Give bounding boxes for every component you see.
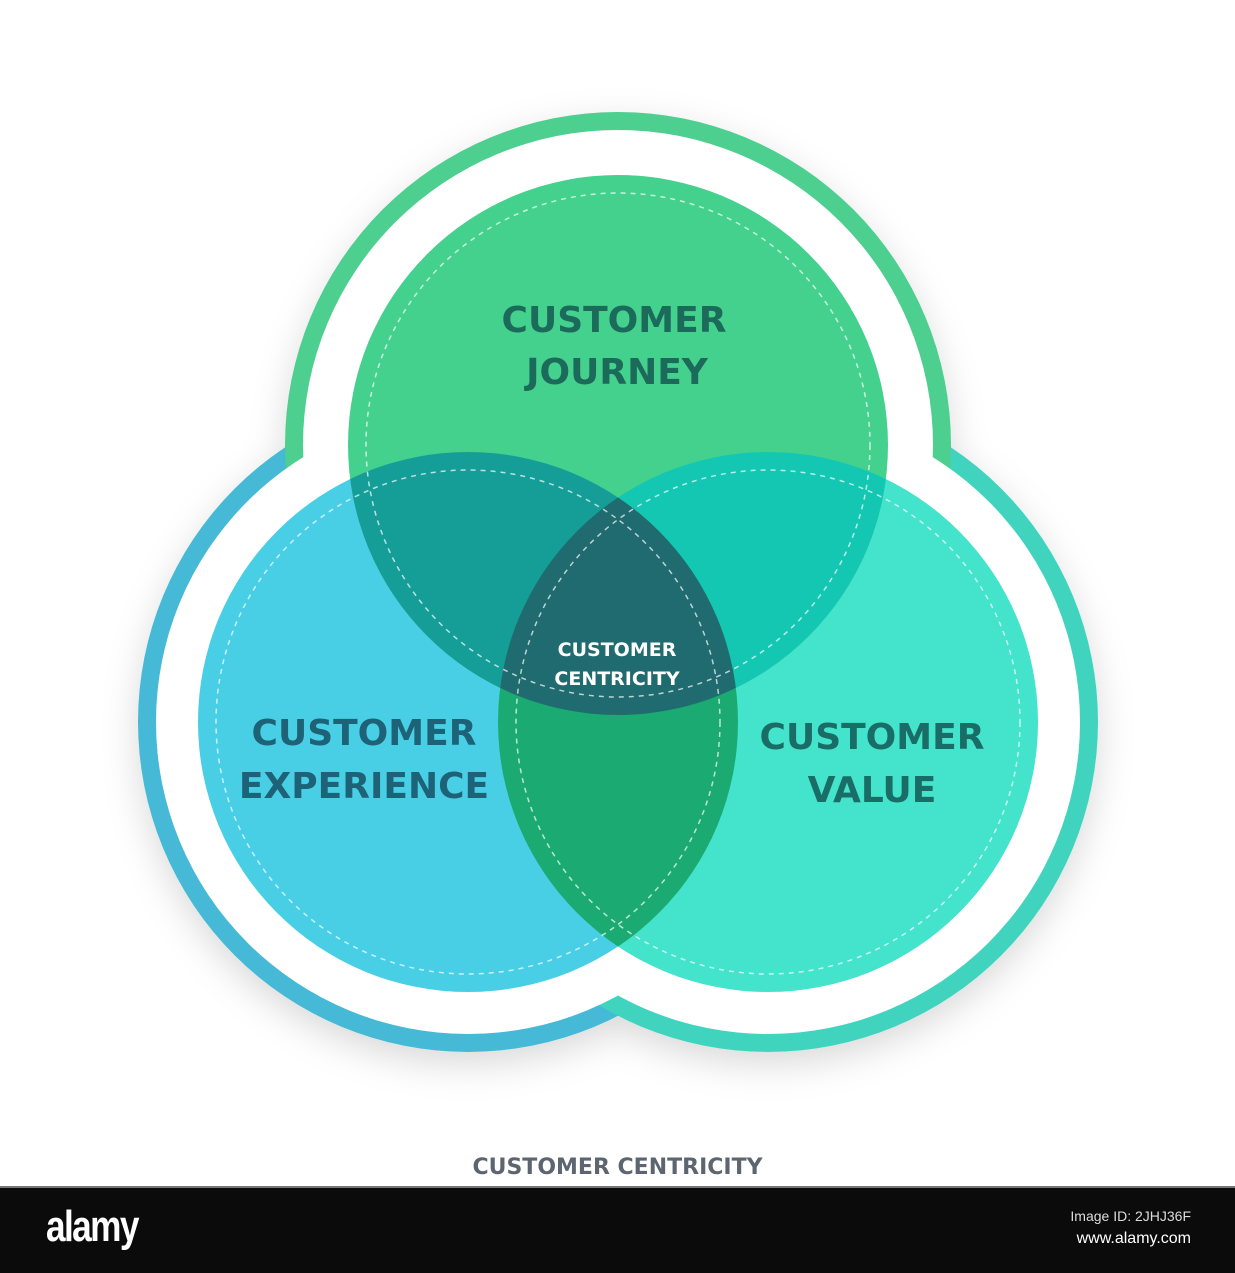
watermark-footer: alamy Image ID: 2JHJ36F www.alamy.com [0,1186,1235,1273]
label-left-2: EXPERIENCE [239,766,489,807]
image-id: Image ID: 2JHJ36F [1070,1208,1191,1224]
overlap-center [498,452,738,715]
diagram-caption: CUSTOMER CENTRICITY [472,1155,763,1180]
label-center-2: CENTRICITY [554,668,679,690]
venn-diagram: CUSTOMER JOURNEY CUSTOMER EXPERIENCE CUS… [138,112,1098,1052]
alamy-logo: alamy [46,1202,139,1251]
label-top-2: JOURNEY [523,352,709,393]
site-url: www.alamy.com [1076,1230,1191,1247]
label-right-1: CUSTOMER [760,717,985,758]
label-center-1: CUSTOMER [558,639,677,661]
label-right-2: VALUE [808,770,937,811]
label-top-1: CUSTOMER [502,300,727,341]
label-left-1: CUSTOMER [252,713,477,754]
